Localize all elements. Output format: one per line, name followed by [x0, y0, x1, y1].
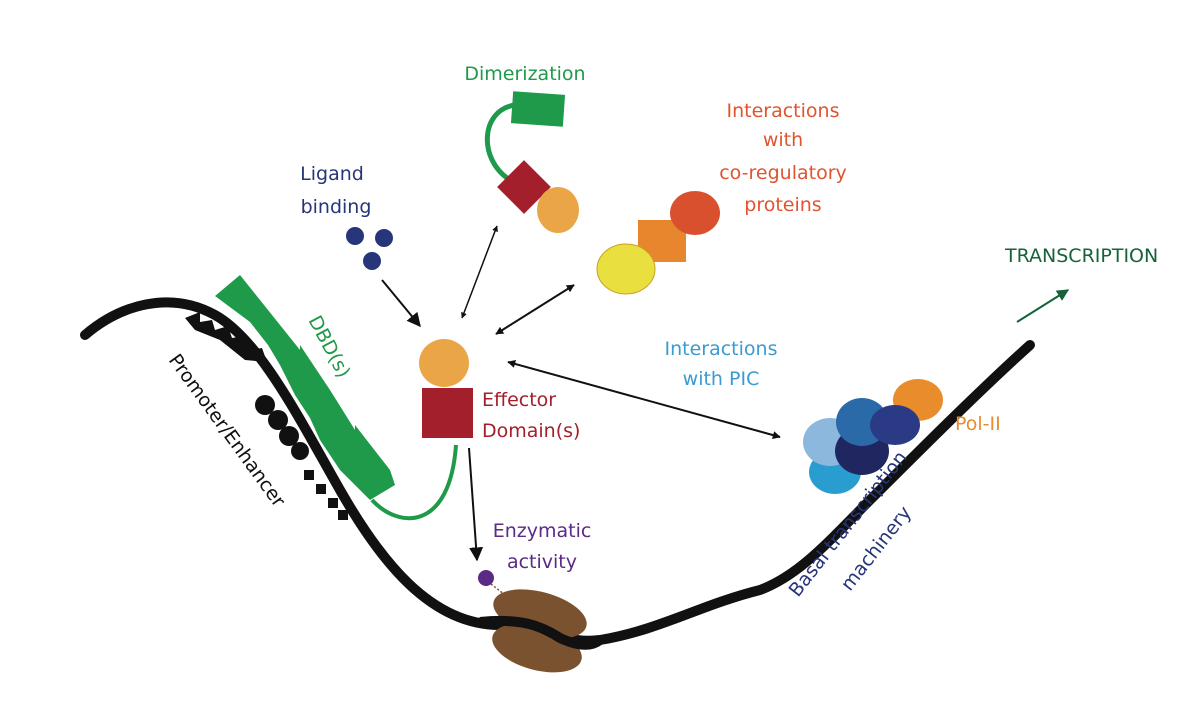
- coreg-yellow-circle: [596, 243, 656, 295]
- arrow-enzymatic: [468, 447, 484, 562]
- label-effector-domains: Effector Domain(s): [482, 389, 580, 442]
- svg-text:proteins: proteins: [744, 194, 821, 216]
- label-pic: Interactions with PIC: [665, 338, 778, 390]
- dimer-linker: [484, 102, 516, 183]
- label-dimerization: Dimerization: [464, 63, 585, 85]
- svg-text:Domain(s): Domain(s): [482, 420, 580, 442]
- arrow-pic: [507, 360, 781, 439]
- svg-text:with: with: [763, 129, 803, 151]
- enzyme-dot: [478, 570, 494, 586]
- dna-motifs: [185, 312, 348, 520]
- label-enzymatic-activity: Enzymatic activity: [493, 520, 592, 573]
- effector-square: [422, 388, 473, 438]
- svg-text:Enzymatic: Enzymatic: [493, 520, 592, 542]
- svg-text:Ligand: Ligand: [300, 163, 364, 185]
- svg-text:co-regulatory: co-regulatory: [719, 162, 847, 184]
- coreg-red-circle: [670, 191, 720, 235]
- arrow-transcription: [1016, 289, 1070, 323]
- ligand-dots: [346, 227, 393, 270]
- arrow-ligand: [381, 279, 421, 328]
- dbd-domain: [215, 275, 395, 500]
- svg-text:activity: activity: [507, 551, 577, 573]
- label-pol-ii: Pol-II: [955, 413, 1001, 435]
- arrow-dimerization: [461, 225, 498, 319]
- dna-over-nucleosome: [479, 615, 604, 650]
- svg-text:with PIC: with PIC: [683, 368, 760, 390]
- svg-text:binding: binding: [301, 196, 372, 218]
- label-ligand-binding: Ligand binding: [300, 163, 371, 218]
- dimer-orange-circle: [537, 187, 579, 233]
- svg-text:Interactions: Interactions: [727, 100, 840, 122]
- svg-text:Effector: Effector: [482, 389, 556, 411]
- effector-circle: [419, 339, 469, 387]
- svg-text:Interactions: Interactions: [665, 338, 778, 360]
- arrow-coregulatory: [495, 284, 575, 335]
- label-coregulatory: Interactions with co-regulatory proteins: [719, 100, 847, 216]
- dimer-green-rect: [510, 91, 566, 127]
- pic-cluster: [803, 379, 943, 494]
- label-transcription: TRANSCRIPTION: [1004, 245, 1158, 267]
- dbd-linker: [370, 444, 458, 521]
- enzyme-tether: [490, 583, 506, 596]
